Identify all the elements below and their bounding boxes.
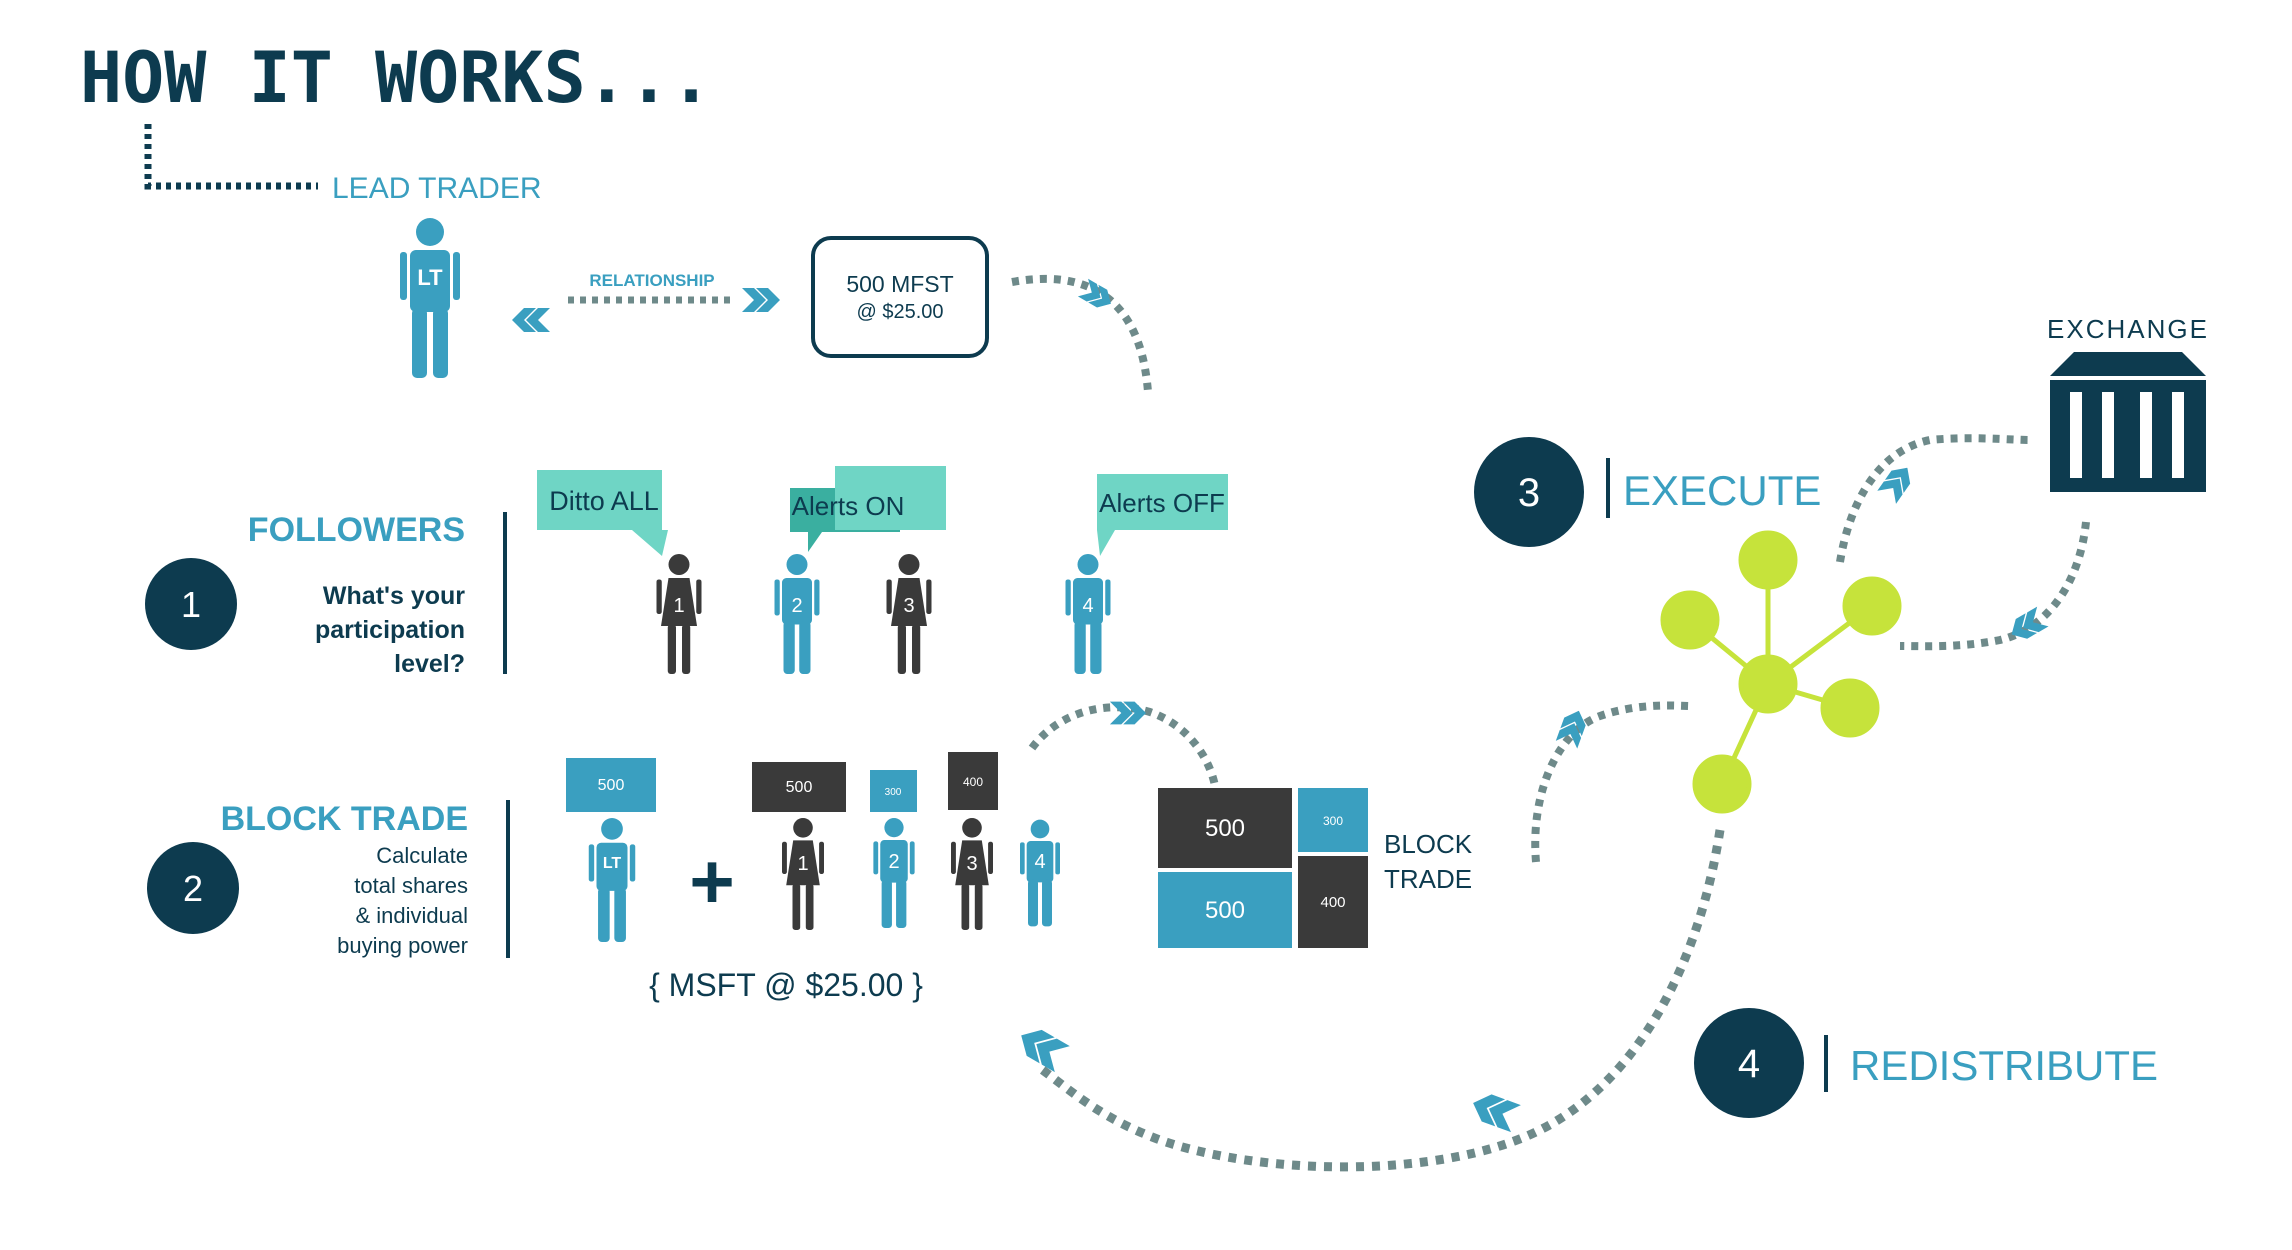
followers-question-3: level? [394,650,465,678]
order-to-followers-dots [1011,274,1152,393]
bubble-alerts-on-text: Alerts ON [792,491,905,521]
exchange-columns [2070,392,2184,478]
block-trade-desc-3: & individual [355,903,468,928]
bubble-ditto-all [537,470,668,556]
bubble-alerts-on [835,466,946,530]
step-3-badge [1474,437,1584,547]
followers-to-grid-dots [1028,703,1219,787]
block-follower-1-number: 1 [797,853,808,875]
step-1-number: 1 [181,584,201,625]
allocation-3-value: 400 [963,775,983,789]
allocation-2-box [870,770,917,812]
step-3-number: 3 [1518,471,1540,515]
block-lt-badge: LT [603,855,622,872]
page-title: HOW IT WORKS... [80,37,712,119]
step-1-badge [145,558,237,650]
block-lt-figure [588,818,636,942]
step-2-number: 2 [183,868,203,909]
grid-label-2: TRADE [1384,864,1472,894]
lead-trader-figure [400,218,460,378]
bubble-alerts-off [1097,474,1228,556]
followers-question-2: participation [315,616,465,644]
follower-2-number: 2 [791,595,802,617]
relationship-label: RELATIONSHIP [589,271,714,290]
network-node-lower-right [1820,678,1880,738]
allocation-2-value: 300 [885,787,902,798]
network-node-center [1738,654,1798,714]
followers-question-1: What's your [323,582,465,610]
block-trade-desc-1: Calculate [376,843,468,868]
grid-cell-4-value: 400 [1320,894,1345,911]
allocation-lt-box [566,758,656,812]
grid-cell-2 [1298,788,1368,852]
plus-sign: + [689,837,735,925]
network-to-exchange-dots [1836,434,2031,563]
lead-trader-label: LEAD TRADER [332,172,542,205]
to-exchange-arrow-icon [1877,461,1917,504]
block-trade-heading: BLOCK TRADE [221,800,468,838]
follower-3-number: 3 [903,595,914,617]
block-follower-4-figure [1020,819,1060,927]
exchange-to-network-dots [1899,521,2090,651]
block-follower-4-number: 4 [1034,851,1045,873]
followers-arrow-icon [1109,701,1146,725]
redistribute-arrow-end-icon [1013,1022,1070,1073]
allocation-lt-value: 500 [598,777,625,794]
order-line-2: @ $25.00 [856,301,943,323]
network-graph [1660,530,1902,814]
grid-cell-2-value: 300 [1323,814,1343,828]
grid-cell-1 [1158,788,1292,868]
bubble-ditto-all-text: Ditto ALL [549,486,659,516]
step-4-number: 4 [1738,1042,1760,1086]
allocation-1-box [752,762,846,812]
redistribute-arrow-mid-icon [1468,1089,1521,1133]
block-trade-desc-2: total shares [354,873,468,898]
block-trade-desc-4: buying power [337,933,468,958]
execute-label: EXECUTE [1623,467,1821,514]
grid-cell-3 [1158,872,1292,948]
grid-to-network-dots [1531,701,1691,863]
bubble-alerts-off-text: Alerts OFF [1099,488,1225,518]
lead-trader-badge: LT [417,265,443,290]
redistribute-label: REDISTRIBUTE [1850,1042,2158,1089]
block-follower-3-number: 3 [966,853,977,875]
block-follower-2-figure [873,818,915,928]
exchange-label: EXCHANGE [2047,314,2209,344]
redistribute-dots [1037,829,1725,1172]
follower-1-number: 1 [673,595,684,617]
followers-heading: FOLLOWERS [248,511,465,549]
network-node-bottom [1692,754,1752,814]
grid-arrow-icon [1555,706,1590,749]
follower-4-number: 4 [1082,595,1093,617]
grid-cell-1-value: 500 [1205,815,1245,842]
order-box [811,236,989,358]
order-line-1: 500 MFST [846,271,953,297]
relationship-arrow-right-icon [742,288,780,312]
network-node-top [1738,530,1798,590]
block-follower-2-number: 2 [888,851,899,873]
title-connector [144,124,318,190]
allocation-3-box [948,752,998,810]
price-caption: { MSFT @ $25.00 } [649,967,923,1003]
network-node-right [1842,576,1902,636]
grid-cell-4 [1298,856,1368,948]
step-2-badge [147,842,239,934]
network-node-left [1660,590,1720,650]
step-4-badge [1694,1008,1804,1118]
grid-label-1: BLOCK [1384,829,1473,859]
grid-cell-3-value: 500 [1205,897,1245,924]
allocation-1-value: 500 [786,779,813,796]
relationship-arrow-left-icon [512,308,550,332]
